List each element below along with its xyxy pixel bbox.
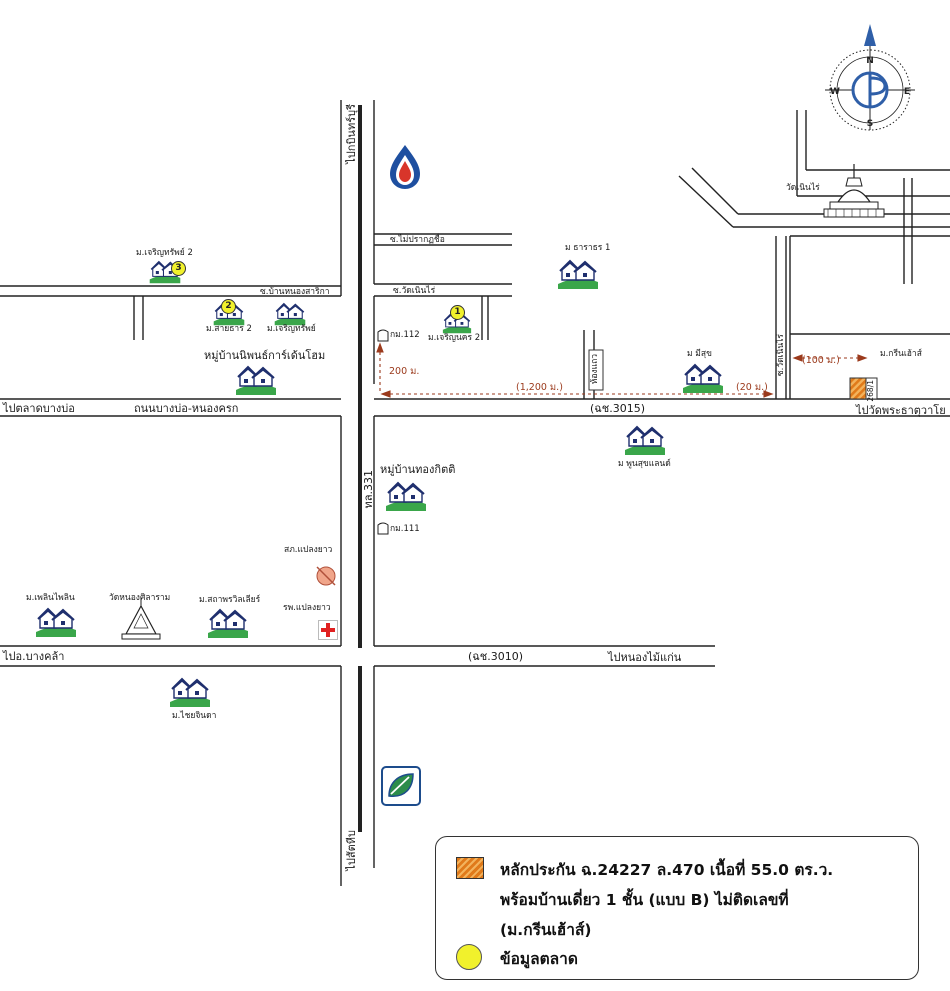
market-dot-icon bbox=[456, 944, 482, 970]
km-label-111: กม.111 bbox=[390, 524, 420, 534]
bus-stop-box bbox=[588, 349, 604, 391]
legend-box: หลักประกัน ฉ.24227 ล.470 เนื้อที่ 55.0 ต… bbox=[435, 836, 919, 980]
house-icon bbox=[208, 608, 248, 638]
distance-1200m: (1,200 ม.) bbox=[516, 382, 563, 393]
place-tharathon-1: ม ธาราธร 1 bbox=[565, 243, 611, 253]
house-icon bbox=[170, 677, 210, 707]
collateral-plot bbox=[849, 377, 878, 400]
compass-w: W bbox=[830, 87, 840, 97]
compass-icon: N S E W bbox=[825, 24, 915, 131]
place-police: สภ.แปลงยาว bbox=[284, 545, 333, 555]
road-label-main-south: ไปสัตหีบ bbox=[345, 830, 358, 871]
house-icon bbox=[236, 365, 276, 395]
temple-icon bbox=[823, 164, 885, 218]
distance-200m: 200 ม. bbox=[389, 366, 420, 377]
road-label-soi-wat-noen-rai: ซ.วัดเนินไร่ bbox=[393, 286, 436, 296]
compass-n: N bbox=[866, 56, 874, 66]
house-icon bbox=[386, 481, 426, 511]
road-label-main-number: ทล.331 bbox=[362, 470, 375, 509]
legend-line-2: พร้อมบ้านเดี่ยว 1 ชั้น (แบบ B) ไม่ติดเลข… bbox=[500, 891, 789, 909]
place-wat-noen-rai: วัดเนินไร่ bbox=[786, 183, 820, 193]
km-marker-icon bbox=[377, 329, 389, 342]
house-icon bbox=[558, 259, 598, 289]
legend-line-4: ข้อมูลตลาด bbox=[500, 950, 578, 968]
road-label-east-top: (ฉช.3015) bbox=[590, 402, 646, 415]
compass-e: E bbox=[904, 87, 910, 97]
place-chai-chinda: ม.ไชยจินดา bbox=[172, 711, 217, 721]
place-wat-nong-sila: วัดหนองศิลาราม bbox=[109, 593, 171, 603]
compass-s: S bbox=[867, 119, 873, 129]
bangchak-station-icon bbox=[381, 766, 421, 806]
place-phunsuk-land: ม พูนสุขแลนด์ bbox=[618, 459, 671, 469]
house-icon bbox=[683, 363, 723, 393]
plot-hatch-icon bbox=[456, 857, 484, 879]
distance-lines bbox=[376, 342, 868, 398]
road-label-east-top-dest: ไปวัดพระธาตุวาโย bbox=[856, 404, 946, 417]
km-label-112: กม.112 bbox=[390, 330, 420, 340]
place-mi-suk: ม มีสุข bbox=[687, 349, 712, 359]
distance-20m: (20 ม.) bbox=[736, 382, 768, 393]
road-label-east-bottom-dest: ไปหนองไม้แก่น bbox=[608, 651, 682, 664]
market-dot-icon: 3 bbox=[171, 261, 186, 276]
place-hospital: รพ.แปลงยาว bbox=[283, 603, 331, 613]
place-sai-than-2: ม.สายธาร 2 bbox=[206, 324, 252, 334]
place-phloen-phailin: ม.เพลินไพลิน bbox=[26, 593, 75, 603]
ptt-station-icon bbox=[390, 145, 420, 189]
hospital-icon bbox=[318, 620, 338, 640]
road-label-soi-wat-noen-rai-v: ซ.วัดเนินไร่ bbox=[776, 334, 786, 377]
house-icon bbox=[625, 425, 665, 455]
road-label-east-bottom: (ฉช.3010) bbox=[468, 650, 524, 663]
temple-icon bbox=[121, 598, 161, 640]
place-green-house: ม.กรีนเฮ้าส์ bbox=[880, 349, 922, 359]
legend-line-3: (ม.กรีนเฮ้าส์) bbox=[500, 921, 592, 939]
police-icon bbox=[316, 566, 336, 586]
road-network bbox=[0, 100, 950, 886]
distance-100m: (100 ม.) bbox=[802, 355, 840, 366]
road-label-soi-ban-nong-sarika: ซ.บ้านหนองสาริกา bbox=[260, 287, 330, 297]
place-charoen-nakhon-2: ม.เจริญนคร 2 bbox=[428, 333, 481, 343]
legend-line-1: หลักประกัน ฉ.24227 ล.470 เนื้อที่ 55.0 ต… bbox=[500, 861, 834, 879]
plot-number: 268/1 bbox=[866, 380, 875, 402]
place-sathaporn-villa: ม.สถาพรวิลเลียร์ bbox=[199, 595, 261, 605]
road-label-main-north: ไปกบินทร์บุรี bbox=[345, 104, 358, 164]
house-icon bbox=[36, 607, 76, 637]
place-nipon-garden: หมู่บ้านนิพนธ์การ์เด้นโฮม bbox=[204, 349, 326, 362]
km-marker-icon bbox=[377, 522, 389, 535]
place-charoen-sap: ม.เจริญทรัพย์ bbox=[267, 324, 316, 334]
bus-stop-label: ห้องแถว bbox=[590, 354, 600, 385]
market-dot-icon: 1 bbox=[450, 305, 465, 320]
market-dot-icon: 2 bbox=[221, 299, 236, 314]
place-thong-kittit: หมู่บ้านทองกิตติ bbox=[380, 463, 456, 476]
road-label-soi-mai-prakot: ซ.ไม่ปรากฏชื่อ bbox=[390, 235, 445, 245]
road-label-west-top-dest: ไปตลาดบางบ่อ bbox=[3, 402, 75, 415]
road-label-west-bottom-dest: ไปอ.บางคล้า bbox=[3, 650, 65, 663]
house-icon bbox=[274, 302, 306, 326]
road-label-west-top: ถนนบางบ่อ-หนองครก bbox=[134, 402, 239, 415]
place-charoen-sap-2: ม.เจริญทรัพย์ 2 bbox=[136, 248, 193, 258]
